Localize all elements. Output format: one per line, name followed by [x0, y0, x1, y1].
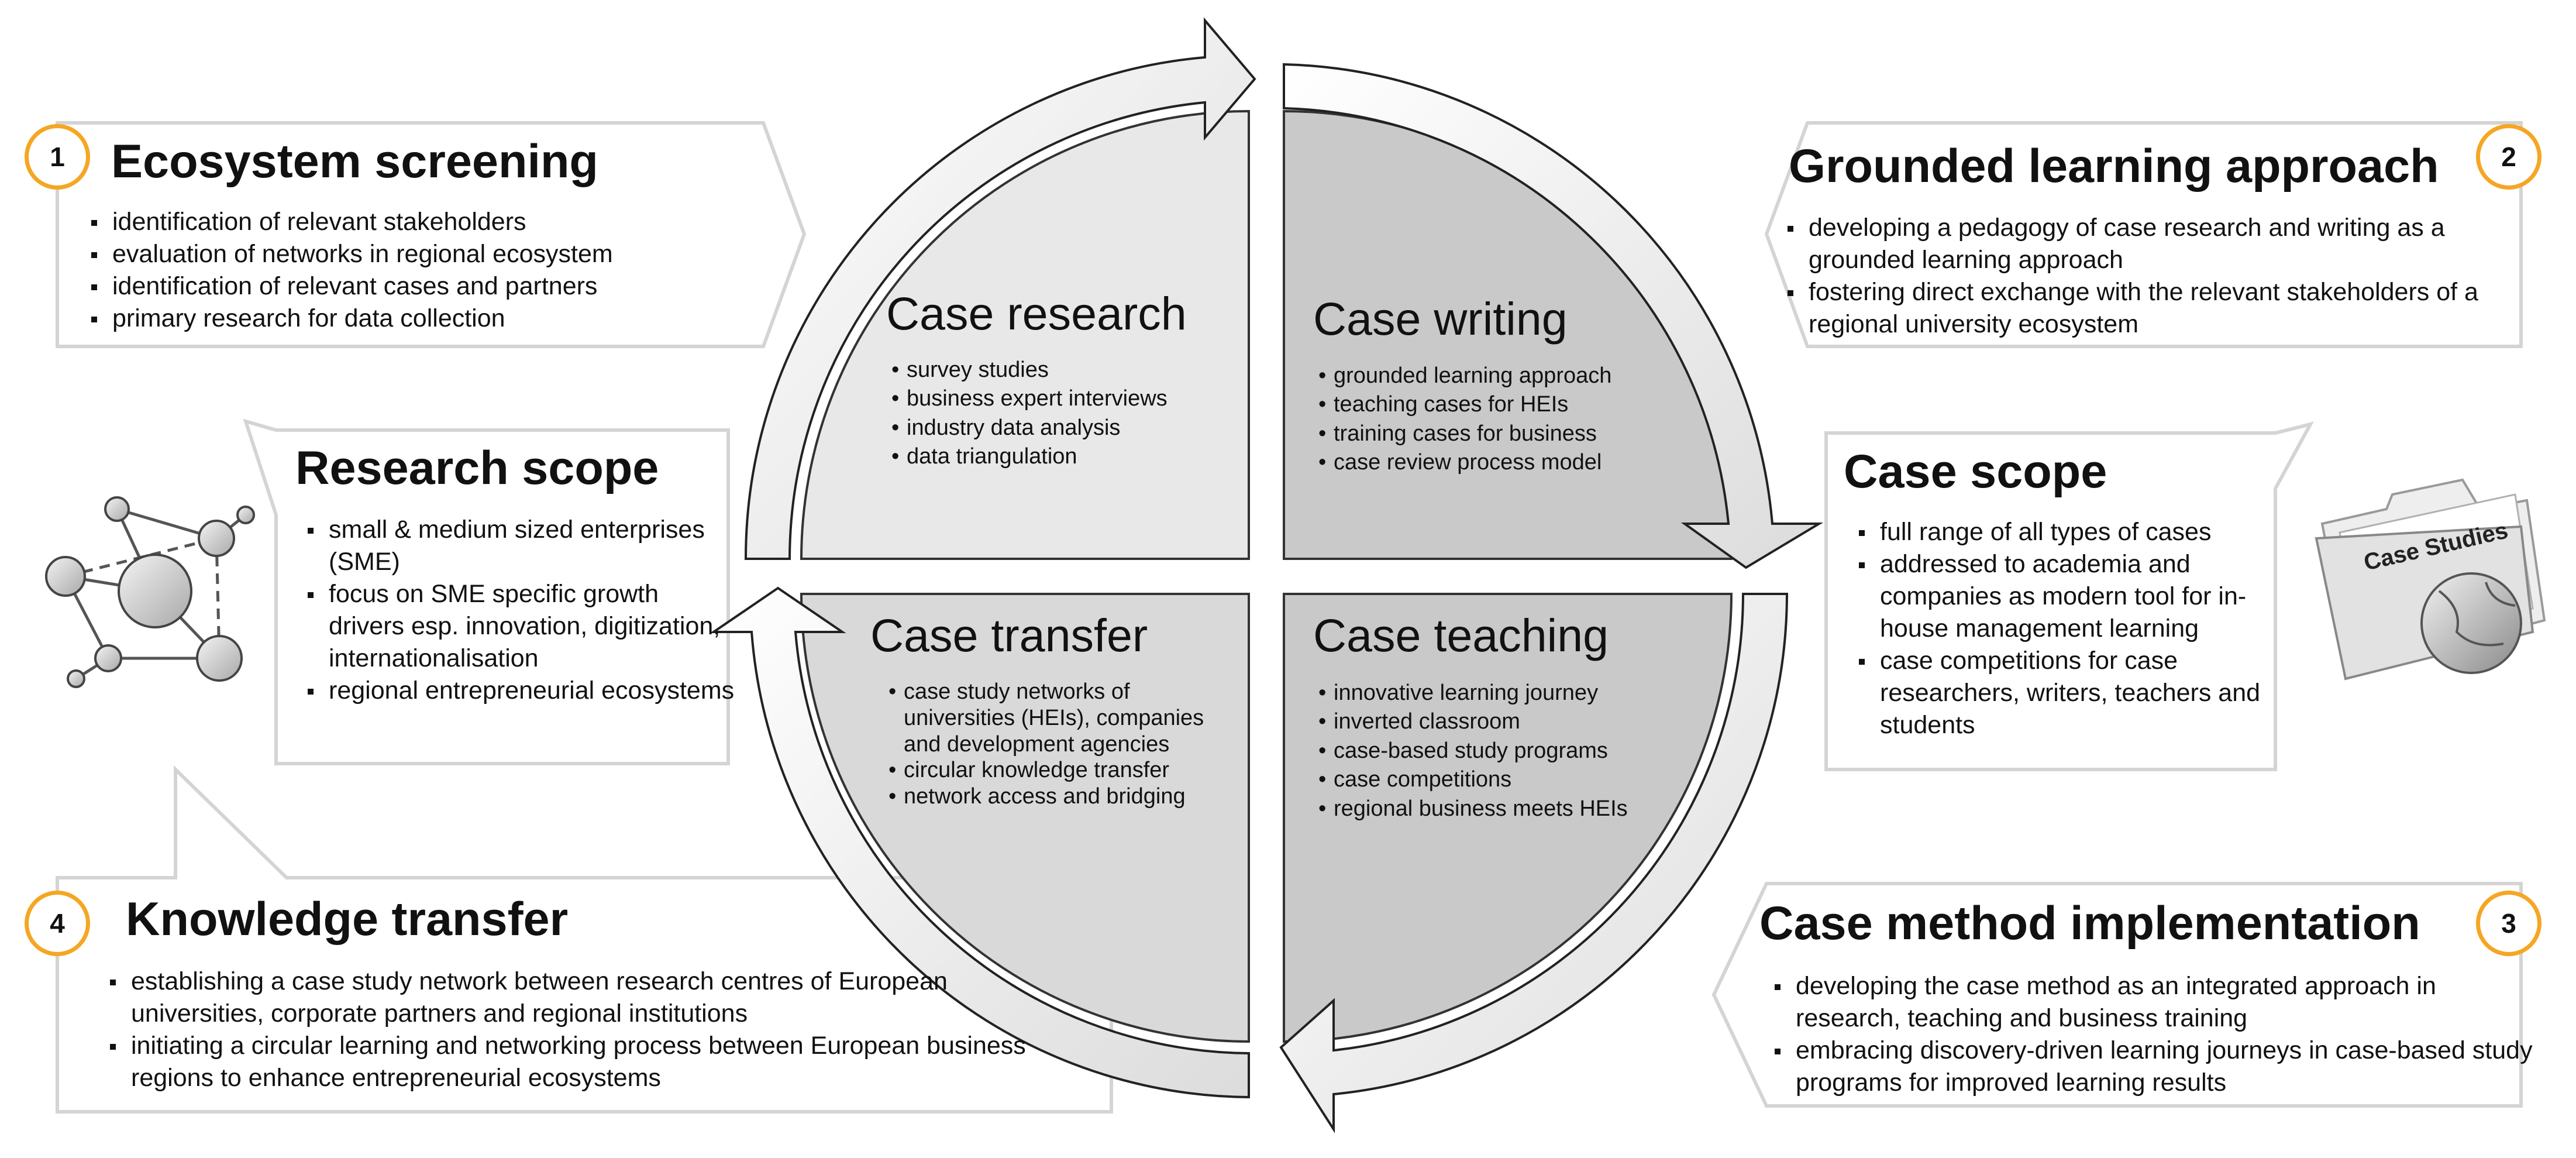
list-item: case competitions: [1318, 765, 1696, 795]
case-scope-list: full range of all types of cases address…: [1855, 516, 2289, 741]
list-item: regional entrepreneurial ecosystems: [308, 675, 738, 707]
ecosystem-title: Ecosystem screening: [111, 135, 598, 188]
case-research-title: Case research: [886, 287, 1187, 339]
implementation-list: developing the case method as an integra…: [1771, 970, 2533, 1099]
list-item: developing the case method as an integra…: [1775, 970, 2533, 1035]
case-transfer-list: case study networks of universities (HEI…: [886, 679, 1237, 810]
knowledge-box-frame: [56, 765, 1113, 1114]
list-item: teaching cases for HEIs: [1318, 390, 1696, 420]
case-research-list: survey studies business expert interview…: [889, 356, 1246, 472]
arrow-top-right: [1283, 63, 1824, 569]
list-item: focus on SME specific growth drivers esp…: [308, 578, 738, 675]
list-item: inverted classroom: [1318, 707, 1696, 737]
list-item: survey studies: [891, 356, 1246, 385]
case-studies-folder-illustration: Case Studies: [2315, 478, 2546, 681]
knowledge-title: Knowledge transfer: [126, 893, 569, 946]
cycle-arrows: [710, 17, 1824, 1133]
case-transfer-title: Case transfer: [870, 609, 1148, 661]
list-item: evaluation of networks in regional ecosy…: [91, 238, 785, 270]
research-scope-box-frame: [243, 418, 730, 765]
list-item: identification of relevant stakeholders: [91, 206, 785, 238]
list-item: small & medium sized enterprises (SME): [308, 514, 738, 578]
ecosystem-box-frame: [56, 121, 807, 348]
list-item: network access and bridging: [888, 784, 1237, 810]
step-number-1: 1: [25, 124, 90, 190]
step-number-3: 3: [2476, 891, 2541, 956]
list-item: case review process model: [1318, 448, 1696, 477]
step-number-2: 2: [2476, 124, 2541, 190]
arrow-bottom-left: [710, 586, 1250, 1099]
cycle-quadrants: [800, 109, 1733, 1043]
list-item: case-based study programs: [1318, 737, 1696, 766]
list-item: fostering direct exchange with the relev…: [1788, 276, 2534, 341]
list-item: circular knowledge transfer: [888, 757, 1237, 784]
research-scope-list: small & medium sized enterprises (SME) f…: [304, 514, 738, 707]
arrow-top-left: [744, 17, 1256, 560]
grounded-title: Grounded learning approach: [1789, 140, 2439, 193]
list-item: regional business meets HEIs: [1318, 795, 1696, 824]
list-item: case study networks of universities (HEI…: [888, 679, 1237, 757]
list-item: full range of all types of cases: [1859, 516, 2289, 548]
list-item: training cases for business: [1318, 420, 1696, 449]
list-item: developing a pedagogy of case research a…: [1788, 212, 2534, 276]
case-teaching-list: innovative learning journey inverted cla…: [1316, 679, 1696, 823]
implementation-title: Case method implementation: [1759, 897, 2420, 950]
list-item: innovative learning journey: [1318, 679, 1696, 708]
text-box-frames: [56, 121, 2523, 1114]
list-item: addressed to academia and companies as m…: [1859, 548, 2289, 645]
grounded-list: developing a pedagogy of case research a…: [1784, 212, 2534, 341]
case-writing-list: grounded learning approach teaching case…: [1316, 362, 1696, 477]
globe: [2420, 572, 2522, 674]
list-item: data triangulation: [891, 442, 1246, 472]
list-item: identification of relevant cases and par…: [91, 270, 785, 303]
step-number-4: 4: [25, 891, 90, 956]
list-item: initiating a circular learning and netwo…: [110, 1030, 1055, 1094]
ecosystem-list: identification of relevant stakeholders …: [88, 206, 785, 335]
case-scope-title: Case scope: [1844, 445, 2107, 498]
case-teaching-title: Case teaching: [1313, 609, 1609, 661]
implementation-box-frame: [1711, 882, 2523, 1108]
list-item: embracing discovery-driven learning jour…: [1775, 1035, 2533, 1099]
grounded-box-frame: [1764, 121, 2523, 348]
list-item: business expert interviews: [891, 384, 1246, 414]
knowledge-list: establishing a case study network betwee…: [106, 965, 1055, 1094]
list-item: primary research for data collection: [91, 303, 785, 335]
list-item: establishing a case study network betwee…: [110, 965, 1055, 1030]
research-scope-title: Research scope: [295, 442, 659, 494]
list-item: industry data analysis: [891, 414, 1246, 443]
list-item: case competitions for case researchers, …: [1859, 645, 2289, 741]
network-illustration: [45, 496, 255, 688]
list-item: grounded learning approach: [1318, 362, 1696, 391]
case-writing-title: Case writing: [1313, 293, 1568, 345]
case-scope-box-frame: [1824, 421, 2314, 771]
